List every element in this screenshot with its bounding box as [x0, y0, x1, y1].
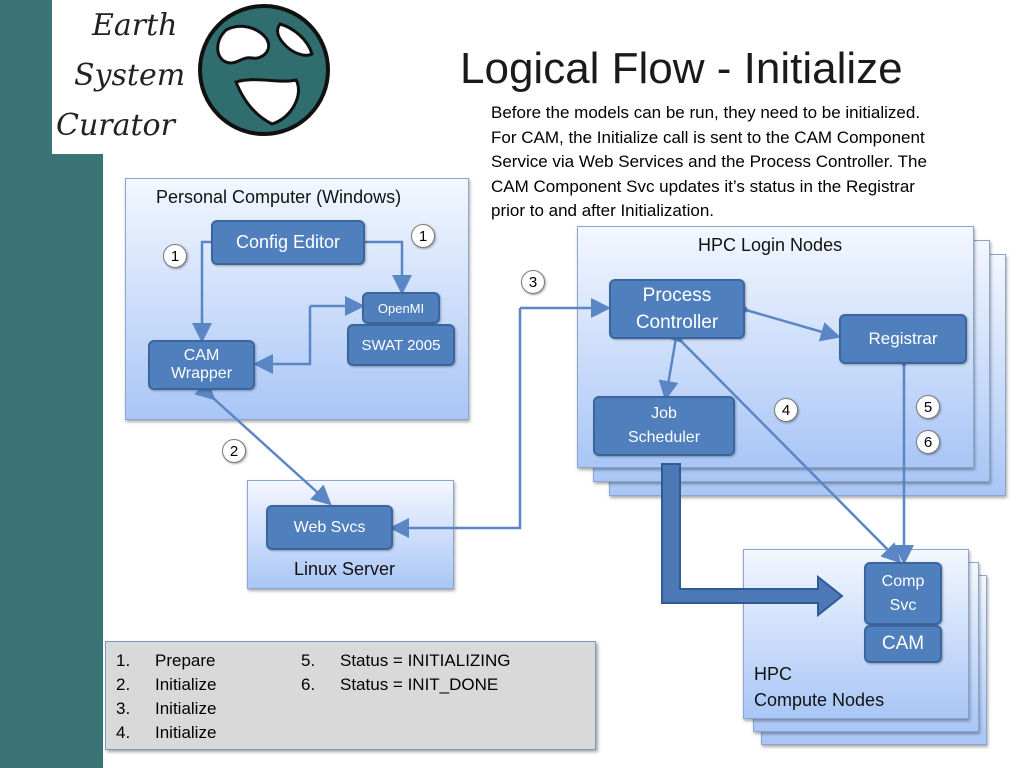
legend-item-number: 2. — [116, 675, 131, 694]
comp-svc-line1: Comp — [881, 572, 925, 590]
description-line: CAM Component Svc updates it’s status in… — [491, 176, 915, 196]
swat-2005-node: SWAT 2005 — [347, 324, 455, 366]
legend-item-label: Initialize — [155, 723, 217, 742]
legend-item-label: Status = INIT_DONE — [340, 675, 499, 694]
step-badge: 3 — [521, 270, 545, 294]
config-editor-node: Config Editor — [211, 220, 365, 265]
description-line: Service via Web Services and the Process… — [491, 152, 927, 171]
job-scheduler-line2: Scheduler — [627, 429, 701, 446]
legend-item-label: Initialize — [155, 699, 217, 718]
step-badge: 6 — [916, 430, 940, 454]
description-line: Before the models can be run, they need … — [491, 103, 921, 122]
globe-icon — [198, 4, 330, 136]
hpc-compute-label-line2: Compute Nodes — [754, 690, 885, 710]
legend-item: 2. Initialize — [116, 675, 216, 695]
logo-word-curator: Curator — [56, 108, 175, 143]
personal-computer-label: Personal Computer (Windows) — [156, 187, 402, 207]
description-text: Before the models can be run, they need … — [491, 101, 1016, 224]
step-badge: 4 — [774, 398, 798, 422]
linux-server-label: Linux Server — [294, 559, 396, 579]
legend-box: 1. Prepare 2. Initialize 3. Initialize 4. In… — [105, 641, 596, 750]
comp-svc-node: Comp Svc — [864, 562, 942, 625]
legend-item-label: Initialize — [155, 675, 217, 694]
legend-item-label: Status = INITIALIZING — [340, 651, 511, 670]
process-controller-line1: Process — [642, 285, 712, 306]
step-badge: 5 — [916, 395, 940, 419]
legend-item-number: 6. — [301, 675, 316, 694]
legend-item: 5. Status = INITIALIZING — [301, 651, 511, 671]
job-scheduler-line1: Job — [651, 405, 677, 422]
cam-wrapper-line1: CAM — [183, 347, 220, 364]
process-controller-node: Process Controller — [609, 279, 745, 339]
legend-item-number: 3. — [116, 699, 131, 718]
legend-item-number: 5. — [301, 651, 316, 670]
cam-wrapper-node: CAM Wrapper — [148, 340, 255, 390]
cam-node: CAM — [864, 625, 942, 663]
earth-system-curator-logo: Earth System Curator — [52, 0, 340, 154]
hpc-compute-label-line1: HPC — [754, 664, 793, 684]
hpc-login-label: HPC Login Nodes — [698, 235, 843, 255]
legend-item: 4. Initialize — [116, 723, 216, 743]
description-line: prior to and after Initialization. — [491, 201, 715, 220]
registrar-node: Registrar — [839, 314, 967, 364]
legend-item: 6. Status = INIT_DONE — [301, 675, 498, 695]
web-svcs-node: Web Svcs — [266, 505, 393, 550]
legend-item-number: 4. — [116, 723, 131, 742]
step-badge: 1 — [411, 224, 435, 248]
legend-item-number: 1. — [116, 651, 131, 670]
job-scheduler-node: Job Scheduler — [593, 396, 735, 456]
logo-word-system: System — [74, 58, 186, 93]
step-badge: 1 — [163, 244, 187, 268]
logo-word-earth: Earth — [92, 8, 178, 43]
cam-wrapper-line2: Wrapper — [170, 365, 233, 382]
legend-item: 1. Prepare — [116, 651, 215, 671]
slide-title: Logical Flow - Initialize — [460, 44, 903, 93]
legend-item-label: Prepare — [155, 651, 216, 670]
description-line: For CAM, the Initialize call is sent to … — [491, 127, 925, 147]
step-badge: 2 — [222, 439, 246, 463]
process-controller-line2: Controller — [635, 312, 719, 333]
legend-item: 3. Initialize — [116, 699, 216, 719]
openmi-node: OpenMI — [362, 292, 440, 324]
comp-svc-line2: Svc — [889, 596, 917, 614]
